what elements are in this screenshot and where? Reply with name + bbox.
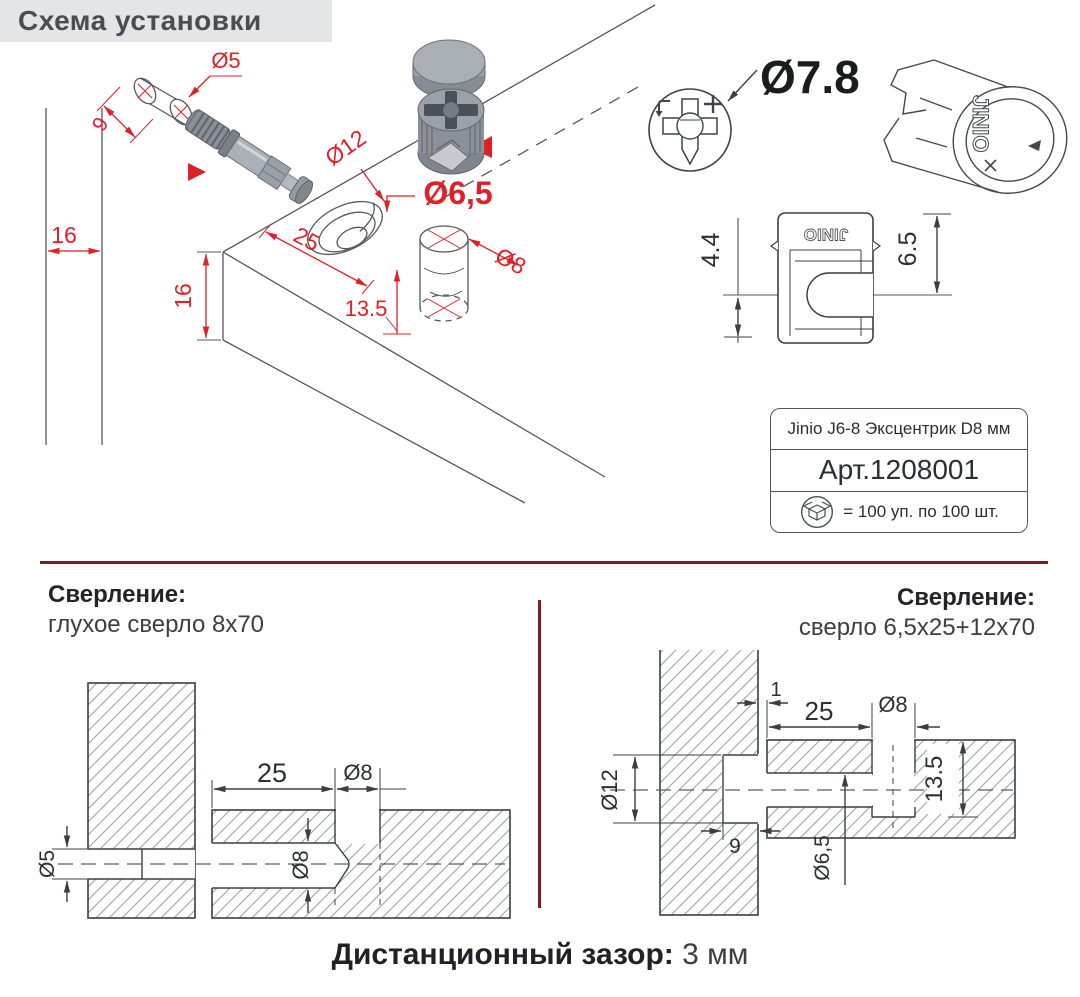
- dim-left-d8-top: Ø8: [343, 760, 372, 785]
- dim-d5: Ø5: [211, 48, 240, 73]
- dim-d65: Ø6,5: [423, 175, 492, 211]
- cam-render: [412, 39, 486, 175]
- dim-len25: 25: [289, 221, 324, 256]
- dim-right-9: 9: [729, 835, 741, 858]
- dim-left-25: 25: [257, 758, 287, 788]
- product-info-box: Jinio J6-8 Эксцентрик D8 мм Арт.1208001 …: [770, 408, 1028, 533]
- dim-16-panel: 16: [170, 283, 196, 309]
- dim-left-d5: Ø5: [36, 850, 59, 878]
- cam-logo-iso: JINIO: [968, 95, 993, 152]
- cam-side-view: JINIO 4.4 6.5: [697, 212, 952, 344]
- dim-h44: 4.4: [697, 233, 725, 268]
- dim-h65: 6.5: [894, 232, 922, 267]
- packing-text: = 100 уп. по 100 шт.: [843, 501, 999, 521]
- box-icon: [801, 495, 834, 528]
- drilling-cross-sections: Ø5 25 Ø8 Ø8 Ø12: [36, 650, 1016, 919]
- drill-left-title: Сверление:: [48, 581, 187, 608]
- dim-right-d8: Ø8: [878, 692, 907, 717]
- dim-right-d65: Ø6,5: [811, 835, 834, 881]
- page-title-bar: Схема установки: [0, 0, 332, 42]
- drill-right-heading: Сверление: сверло 6,5x25+12x70: [799, 583, 1035, 643]
- vertical-board-edge-lines: [45, 108, 103, 445]
- pointer-triangle-dowel: [188, 163, 206, 181]
- dim-d12: Ø12: [320, 124, 371, 170]
- product-name: Jinio J6-8 Эксцентрик D8 мм: [771, 409, 1027, 451]
- dim-right-d12: Ø12: [597, 769, 622, 811]
- drill-right-title: Сверление:: [896, 584, 1035, 611]
- page-title: Схема установки: [18, 5, 262, 36]
- cam-face-view: [648, 69, 758, 172]
- dim-d78: Ø7.8: [760, 51, 860, 103]
- dowel-render: [185, 109, 314, 204]
- dim-len135: 13.5: [345, 296, 388, 321]
- dim-depth9: 9: [88, 113, 114, 135]
- drill-left-drawing: Ø5 25 Ø8 Ø8: [36, 682, 511, 919]
- pin-cylinder-d8: [419, 225, 469, 322]
- installation-isometric-diagram: 16 16 Ø5 9: [45, 4, 1068, 504]
- rotate-arrow-icon: [658, 100, 670, 113]
- cam-logo-side: JINIO: [804, 225, 848, 244]
- distance-gap-caption: Дистанционный зазор: 3 мм: [0, 938, 1080, 972]
- distance-gap-label: Дистанционный зазор:: [331, 938, 674, 971]
- article-number: Арт.1208001: [771, 450, 1027, 492]
- dim-left-d8-side: Ø8: [288, 850, 313, 879]
- drill-right-drawing: Ø12 9 1 25 Ø8 13.5 Ø6,5: [597, 650, 1016, 916]
- packing-row: = 100 уп. по 100 шт.: [771, 492, 1027, 532]
- horizontal-divider: [40, 561, 1048, 564]
- dim-d8: Ø8: [491, 242, 530, 279]
- dim-right-25: 25: [805, 696, 834, 726]
- pin-hole-cylinder: [133, 77, 193, 126]
- plus-icon: [704, 95, 722, 113]
- dim-16-board: 16: [51, 222, 77, 248]
- drill-left-heading: Сверление: глухое сверло 8x70: [48, 580, 264, 640]
- distance-gap-value: 3 мм: [682, 938, 749, 971]
- drill-left-subtitle: глухое сверло 8x70: [48, 611, 265, 638]
- dim-right-135: 13.5: [921, 756, 948, 803]
- dim-right-1: 1: [770, 679, 781, 701]
- drill-right-subtitle: сверло 6,5x25+12x70: [798, 614, 1035, 641]
- vertical-divider: [538, 600, 541, 908]
- cam-isometric-sketch: JINIO: [883, 59, 1068, 194]
